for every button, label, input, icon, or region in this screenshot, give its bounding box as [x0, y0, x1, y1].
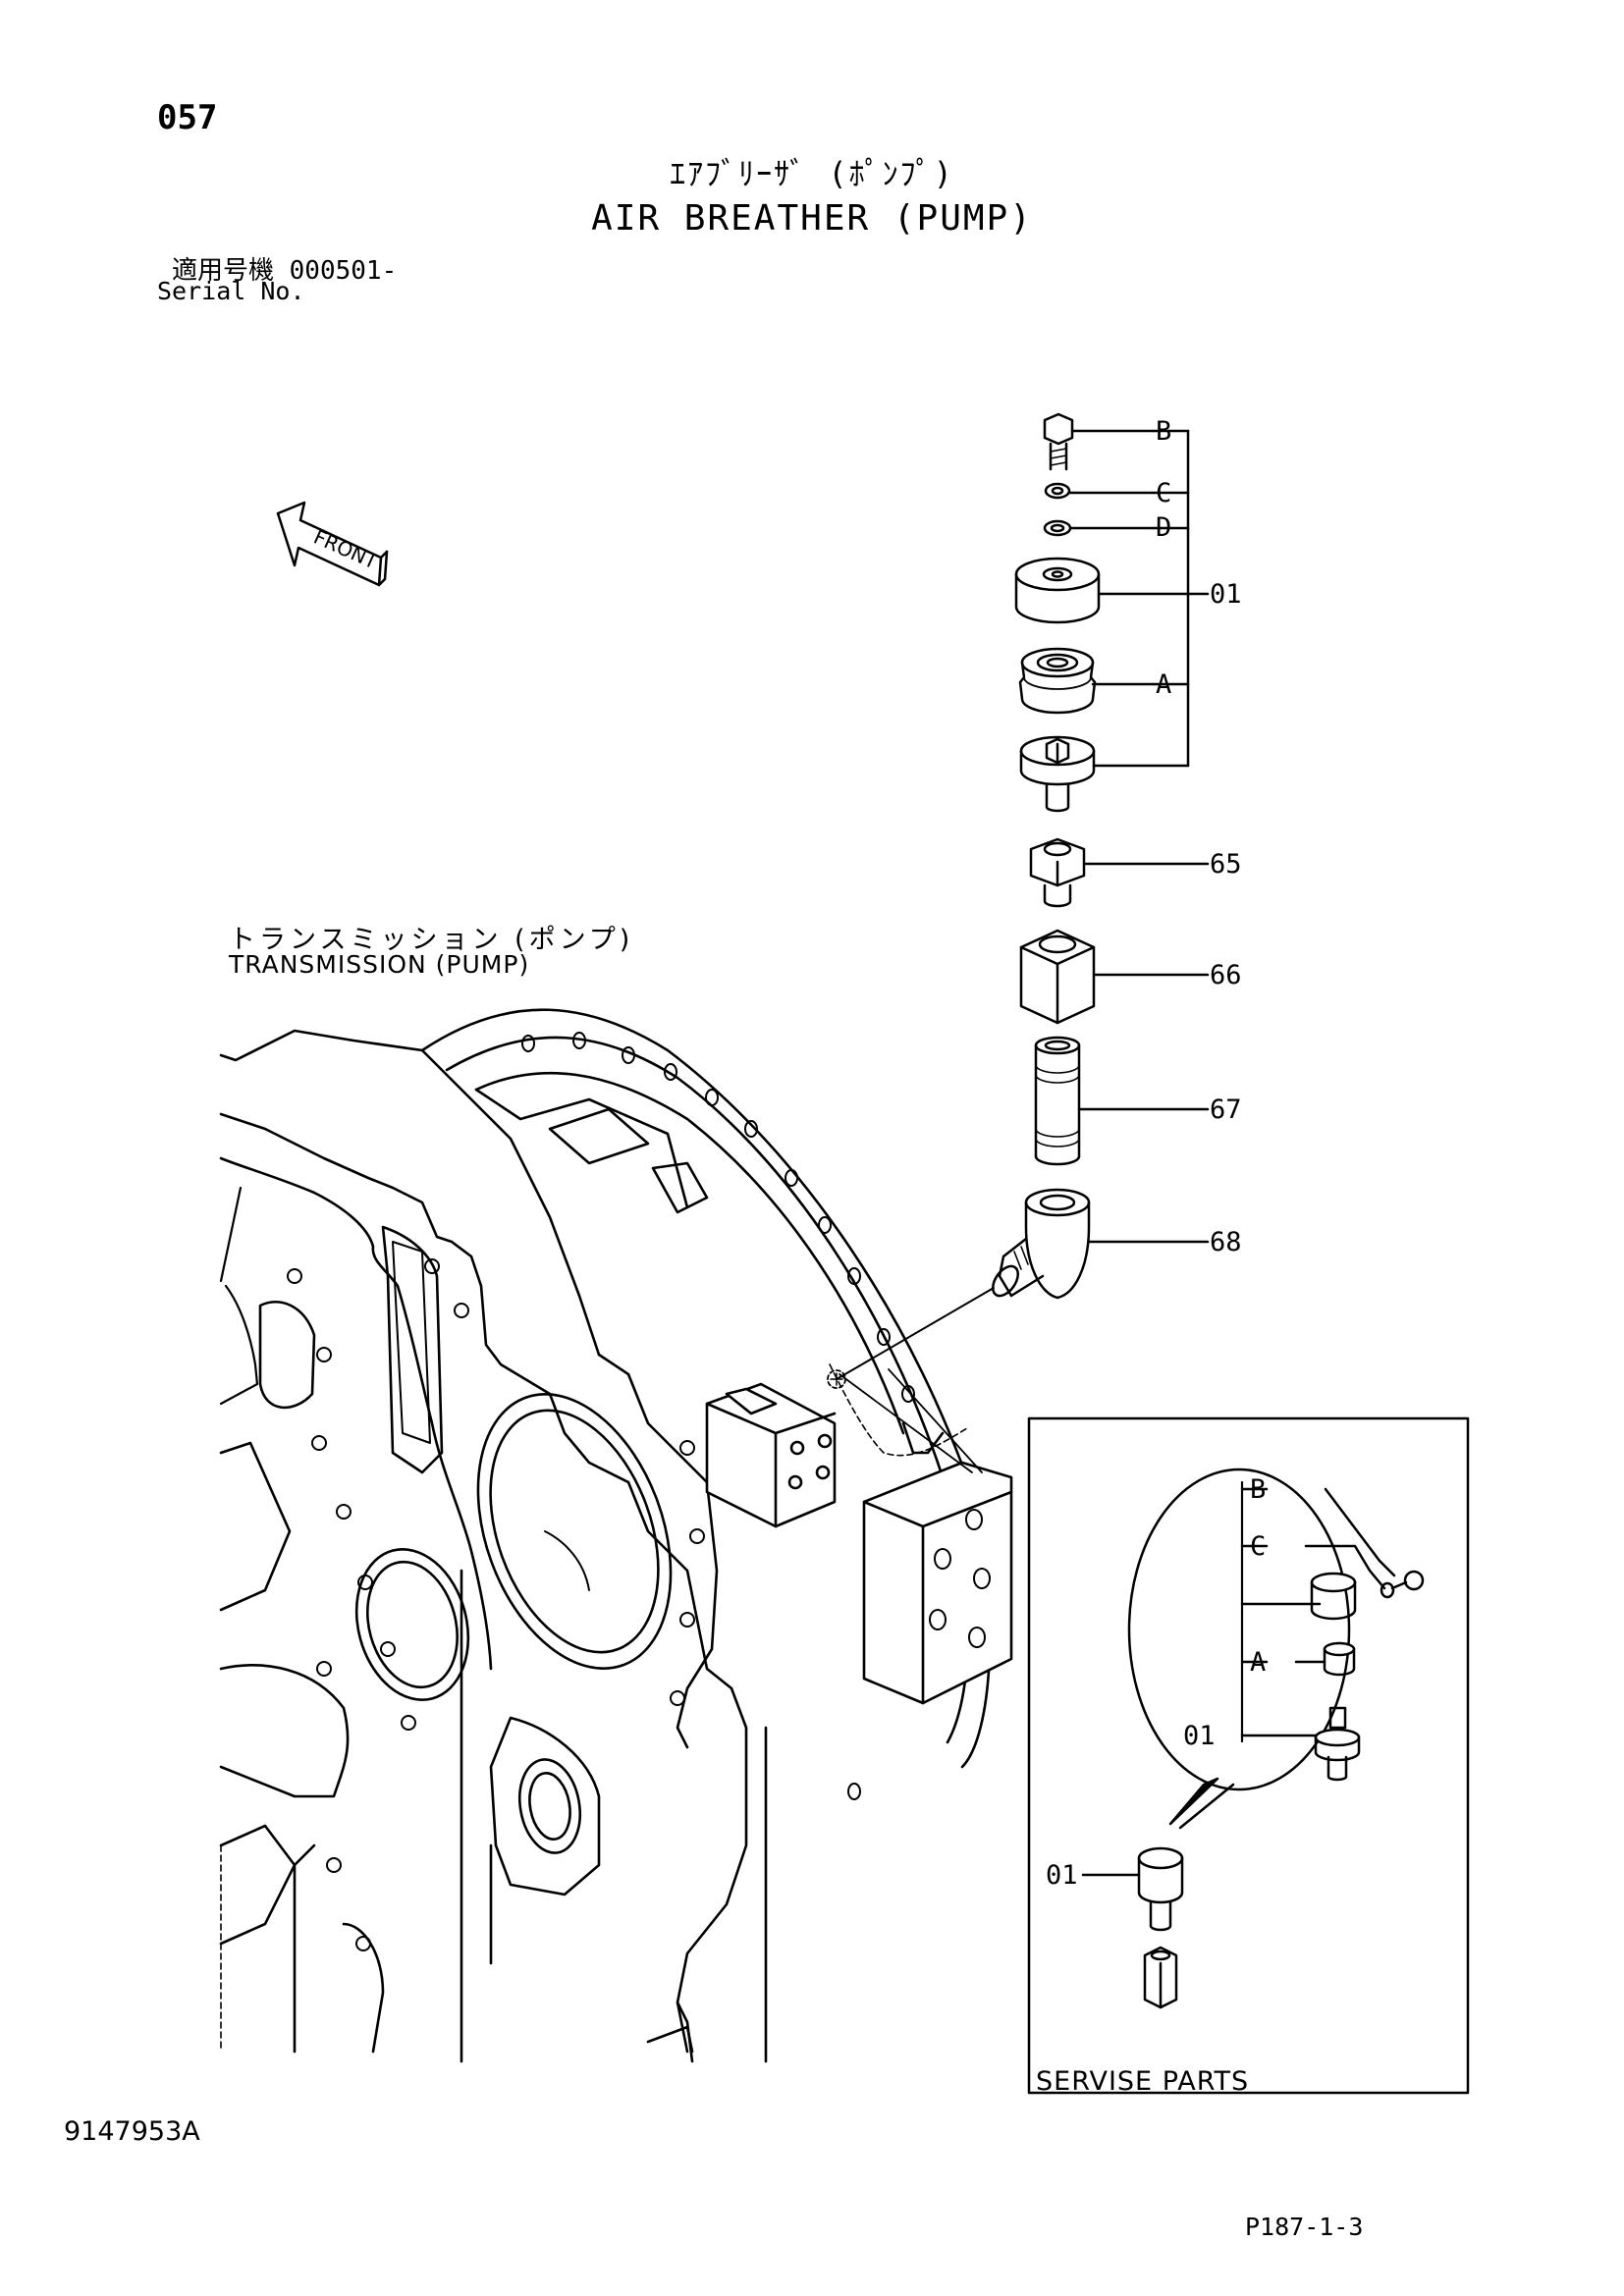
callout-01: 01: [1210, 579, 1242, 610]
breather-cap-part: [1014, 557, 1190, 624]
service-callout-b: B: [1250, 1474, 1267, 1505]
transmission-label-english: TRANSMISSION (PUMP): [229, 950, 530, 979]
callout-a: A: [1156, 669, 1172, 700]
service-callout-a: A: [1250, 1647, 1267, 1678]
callout-65: 65: [1210, 849, 1242, 880]
elbow-part-68: [992, 1188, 1210, 1300]
front-arrow-icon: FRONT: [276, 501, 389, 587]
service-parts-title: SERVISE PARTS: [1036, 2066, 1250, 2097]
hex-nut-part-66: [1019, 929, 1210, 1025]
callout-bracket-01: [1152, 429, 1210, 768]
callout-68: 68: [1210, 1227, 1242, 1257]
callout-d: D: [1156, 512, 1172, 543]
title-japanese: ｴｱﾌﾞﾘｰｻﾞ (ﾎﾟﾝﾌﾟ): [670, 155, 954, 192]
service-callout-01-lower: 01: [1046, 1860, 1078, 1891]
serial-label-japanese: 適用号機 000501-: [172, 256, 398, 286]
callout-66: 66: [1210, 960, 1242, 990]
transmission-label-japanese: トランスミッション (ポンプ): [229, 925, 634, 955]
pipe-nipple-part-67: [1034, 1036, 1210, 1166]
filter-element-part-a: [1018, 647, 1156, 715]
service-callout-c: C: [1250, 1531, 1267, 1562]
bolt-part-b: [1043, 412, 1156, 471]
washer-part-c: [1044, 482, 1156, 500]
transmission-housing: [219, 1008, 1013, 2063]
service-parts-frame: [1027, 1416, 1470, 2095]
page-reference: P187-1-3: [1245, 2213, 1364, 2241]
adapter-part-65: [1029, 837, 1210, 908]
service-callout-01-upper: 01: [1183, 1721, 1216, 1751]
page-number: 057: [157, 98, 218, 137]
oring-part-d: [1043, 519, 1156, 537]
serial-label-english: Serial No.: [157, 277, 305, 305]
callout-67: 67: [1210, 1095, 1242, 1125]
service-parts-detail: [1081, 1468, 1425, 2009]
breather-body-part: [1019, 735, 1190, 813]
callout-c: C: [1156, 478, 1172, 508]
callout-b: B: [1156, 416, 1172, 447]
drawing-code: 9147953A: [64, 2116, 200, 2147]
install-leader-line: [836, 1287, 995, 1380]
title-english: AIR BREATHER (PUMP): [591, 198, 1033, 239]
